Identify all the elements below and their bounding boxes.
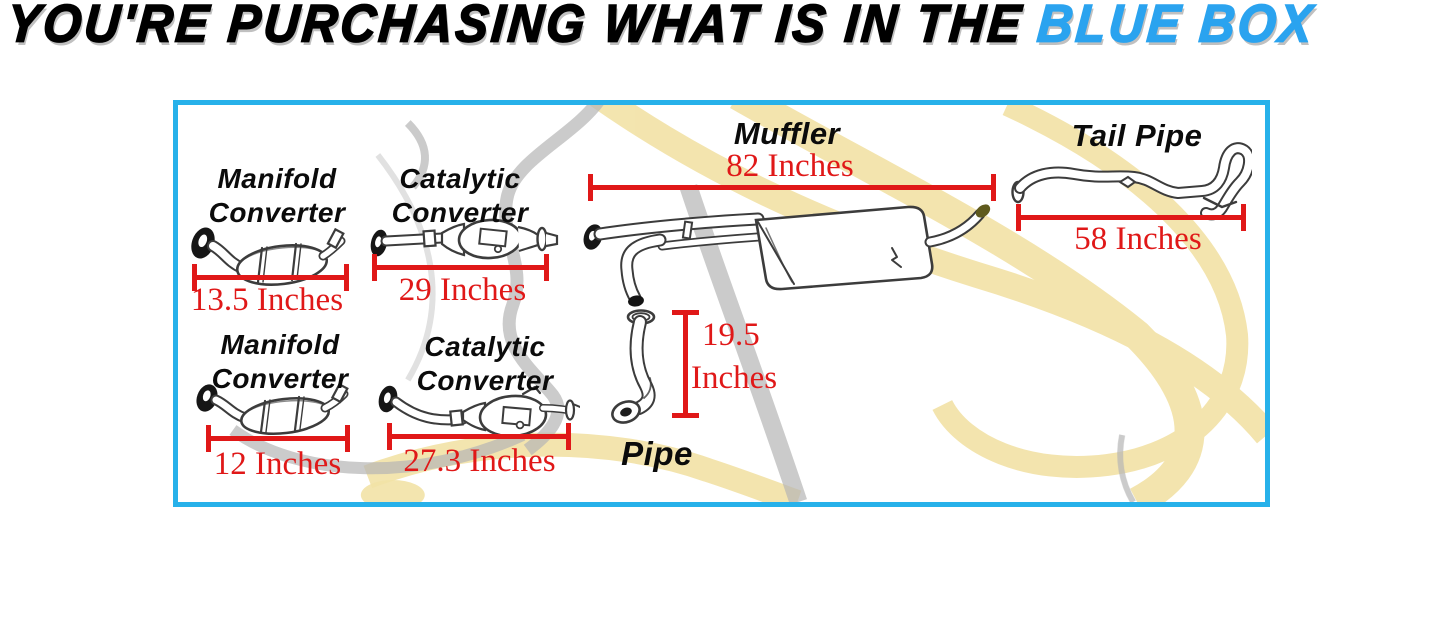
- measure-tick: [588, 174, 593, 201]
- measure-tick: [345, 425, 350, 452]
- muffler-drawing: [583, 204, 991, 307]
- pipe-measure-line: [672, 310, 699, 418]
- measure-tick: [991, 174, 996, 201]
- catalytic-converter-top-length: 29 Inches: [398, 272, 527, 308]
- catalytic-converter-bottom-length: 27.3 Inches: [403, 443, 556, 479]
- catalytic-converter-top-drawing: [370, 218, 559, 260]
- catalytic-converter-bottom-measure-line: [387, 423, 571, 450]
- muffler-label: Muffler: [733, 116, 841, 151]
- manifold-converter-bottom-label: Manifold Converter: [211, 329, 349, 394]
- measure-tick: [192, 264, 197, 291]
- headline-blue-text: BLUE BOX: [1034, 0, 1318, 54]
- measure-tick: [1016, 204, 1021, 231]
- muffler-length: 82 Inches: [726, 148, 854, 184]
- measure-tick: [672, 310, 699, 315]
- manifold-converter-bottom-drawing: [196, 382, 349, 436]
- measure-tick: [387, 423, 392, 450]
- tail-pipe-length: 58 Inches: [1074, 221, 1202, 257]
- catalytic-converter-bottom-drawing: [378, 385, 580, 438]
- manifold-converter-top-label: Manifold Converter: [208, 163, 346, 228]
- measure-tick: [206, 425, 211, 452]
- measure-tick: [672, 413, 699, 418]
- measure-tick: [344, 264, 349, 291]
- headline-black-text: YOU'RE PURCHASING WHAT IS IN THE: [4, 0, 1026, 54]
- tail-pipe-label: Tail Pipe: [1071, 118, 1203, 153]
- manifold-converter-top-length: 13.5 Inches: [190, 282, 344, 318]
- tail-pipe-measure-line: [1016, 204, 1246, 231]
- pipe-drawing: [611, 309, 656, 424]
- manifold-converter-top-drawing: [191, 227, 346, 286]
- muffler-measure-line: [588, 174, 996, 201]
- catalytic-converter-top-measure-line: [372, 254, 549, 281]
- pipe-label: Pipe: [621, 435, 693, 472]
- catalytic-converter-top-label: Catalytic Converter: [391, 163, 529, 228]
- pipe-length-unit: Inches: [691, 360, 778, 396]
- measure-tick: [544, 254, 549, 281]
- tail-pipe-drawing: [1011, 142, 1252, 221]
- manifold-converter-bottom-length: 12 Inches: [213, 446, 342, 482]
- catalytic-converter-bottom-label: Catalytic Converter: [416, 331, 554, 396]
- measure-tick: [1241, 204, 1246, 231]
- pipe-length-value: 19.5: [702, 317, 760, 353]
- measure-tick: [372, 254, 377, 281]
- manifold-converter-bottom-measure-line: [206, 425, 350, 452]
- measure-tick: [566, 423, 571, 450]
- manifold-converter-top-measure-line: [192, 264, 349, 291]
